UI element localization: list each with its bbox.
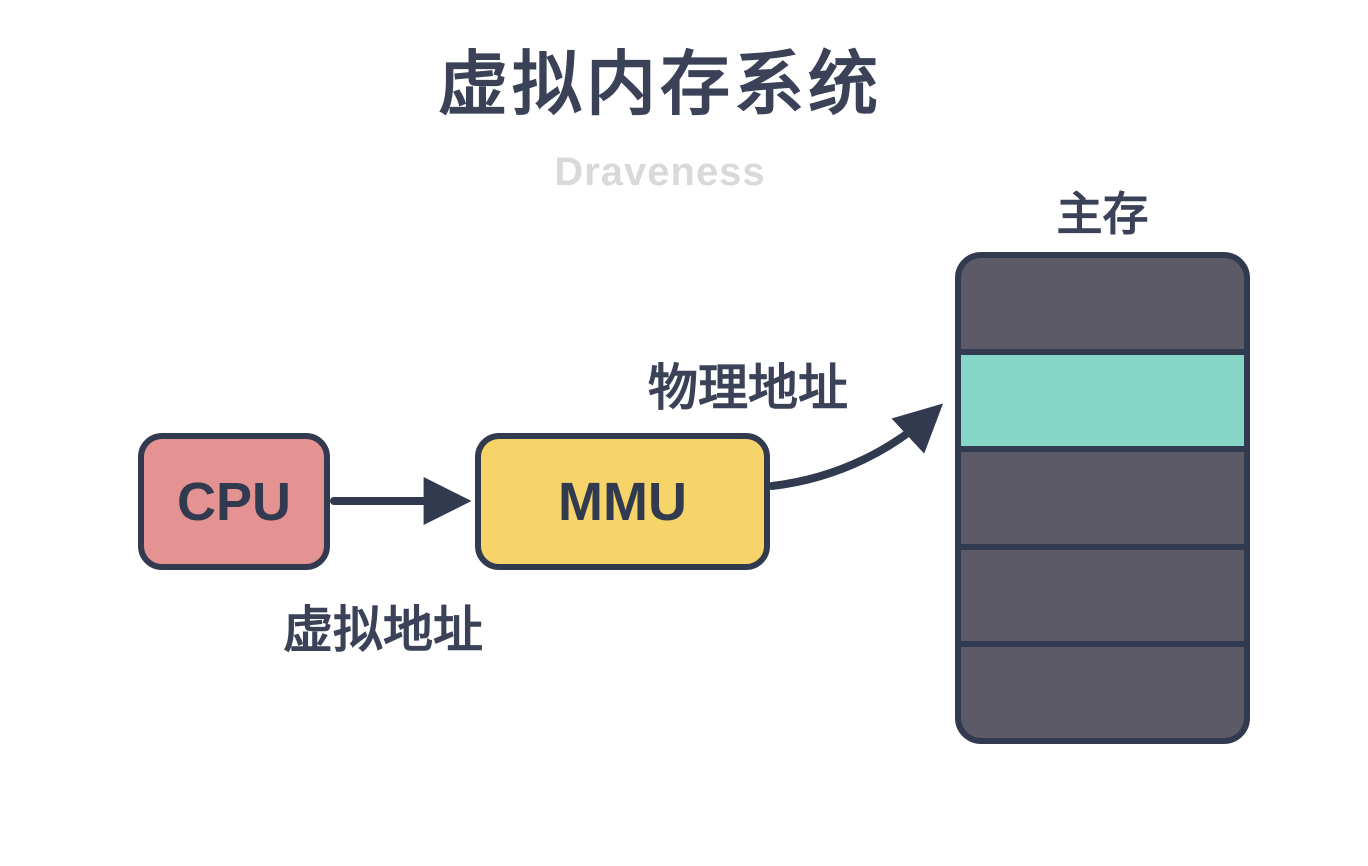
page-title: 虚拟内存系统 bbox=[438, 45, 882, 123]
memory-title-label: 主存 bbox=[1056, 188, 1149, 240]
memory-row bbox=[961, 543, 1244, 641]
memory-node bbox=[955, 252, 1250, 744]
cpu-node: CPU bbox=[138, 433, 330, 570]
mmu-node: MMU bbox=[475, 433, 770, 570]
virtual-address-label: 虚拟地址 bbox=[283, 602, 483, 658]
cpu-node-label: CPU bbox=[176, 471, 291, 532]
mmu-node-label: MMU bbox=[558, 471, 687, 532]
memory-row bbox=[961, 258, 1244, 350]
physical-address-label: 物理地址 bbox=[648, 360, 848, 416]
memory-row-highlighted bbox=[961, 349, 1244, 447]
mmu-to-memory-arrow bbox=[768, 403, 944, 490]
memory-row bbox=[961, 640, 1244, 738]
watermark-text: Draveness bbox=[554, 150, 766, 194]
memory-row bbox=[961, 446, 1244, 544]
